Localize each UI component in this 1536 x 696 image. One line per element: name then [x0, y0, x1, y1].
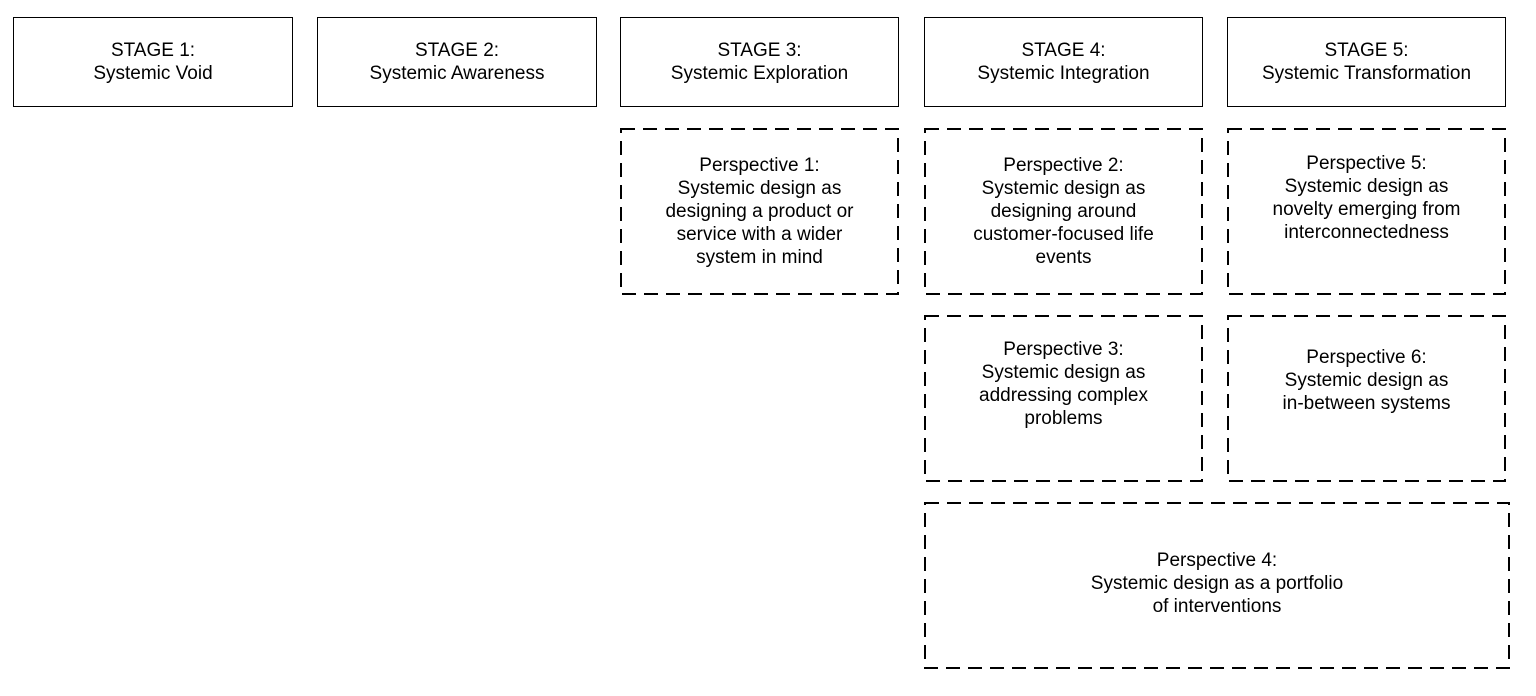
stage-1-name: Systemic Void	[93, 63, 213, 84]
perspective-4-line-2: Systemic design as a portfolio	[1090, 572, 1344, 594]
stage-4-name: Systemic Integration	[977, 63, 1150, 84]
perspective-2-line-5: events	[1035, 247, 1092, 268]
perspective-3-box: Perspective 3: Systemic design as addres…	[924, 315, 1203, 482]
stage-5-box: STAGE 5: Systemic Transformation	[1227, 17, 1506, 107]
perspective-5-text: Perspective 5: Systemic design as novelt…	[1273, 152, 1461, 244]
perspective-1-line-2: Systemic design as	[677, 178, 842, 199]
perspective-2-line-1: Perspective 2:	[1003, 155, 1124, 176]
perspective-6-line-2: Systemic design as	[1284, 370, 1449, 391]
perspective-2-text: Perspective 2: Systemic design as design…	[973, 154, 1154, 269]
perspective-1-text: Perspective 1: Systemic design as design…	[665, 154, 853, 269]
stage-2-box: STAGE 2: Systemic Awareness	[317, 17, 597, 107]
perspective-1-line-3: designing a product or	[665, 201, 854, 222]
perspective-2-box: Perspective 2: Systemic design as design…	[924, 128, 1203, 295]
stage-3-heading: STAGE 3:	[717, 40, 802, 61]
perspective-3-line-3: addressing complex	[979, 384, 1148, 406]
perspective-3-line-4: problems	[1024, 407, 1103, 429]
stage-2-heading: STAGE 2:	[414, 40, 500, 61]
perspective-4-text: Perspective 4: Systemic design as a port…	[1091, 549, 1343, 618]
stage-5-name: Systemic Transformation	[1261, 63, 1472, 84]
stage-4-heading: STAGE 4:	[1021, 40, 1106, 61]
perspective-1-box: Perspective 1: Systemic design as design…	[620, 128, 899, 295]
stage-5-heading: STAGE 5:	[1324, 40, 1409, 61]
perspective-5-line-4: interconnectedness	[1284, 221, 1449, 243]
perspective-5-box: Perspective 5: Systemic design as novelt…	[1227, 128, 1506, 295]
stage-3-box: STAGE 3: Systemic Exploration	[620, 17, 899, 107]
perspective-3-text: Perspective 3: Systemic design as addres…	[979, 338, 1148, 430]
perspective-1-line-5: system in mind	[696, 247, 823, 268]
perspective-5-line-2: Systemic design as	[1284, 175, 1449, 197]
perspective-5-line-3: novelty emerging from	[1272, 198, 1461, 220]
perspective-4-line-3: of interventions	[1152, 595, 1282, 617]
perspective-3-line-1: Perspective 3:	[1003, 338, 1124, 360]
perspective-5-line-1: Perspective 5:	[1306, 152, 1427, 174]
stage-1-box: STAGE 1: Systemic Void	[13, 17, 293, 107]
stage-2-name: Systemic Awareness	[369, 63, 545, 84]
perspective-2-line-4: customer-focused life	[973, 224, 1154, 245]
perspective-3-line-2: Systemic design as	[981, 361, 1146, 383]
perspective-1-line-1: Perspective 1:	[699, 155, 820, 176]
perspective-4-box: Perspective 4: Systemic design as a port…	[924, 502, 1510, 669]
perspective-4-line-1: Perspective 4:	[1156, 549, 1278, 571]
stage-4-box: STAGE 4: Systemic Integration	[924, 17, 1203, 107]
stage-3-name: Systemic Exploration	[670, 63, 849, 84]
perspective-1-line-4: service with a wider	[676, 224, 843, 245]
perspective-6-text: Perspective 6: Systemic design as in-bet…	[1283, 346, 1451, 415]
stage-1-heading: STAGE 1:	[110, 40, 196, 61]
perspective-6-box: Perspective 6: Systemic design as in-bet…	[1227, 315, 1506, 482]
perspective-2-line-3: designing around	[990, 201, 1137, 222]
perspective-2-line-2: Systemic design as	[981, 178, 1146, 199]
perspective-6-line-1: Perspective 6:	[1306, 347, 1427, 368]
perspective-6-line-3: in-between systems	[1282, 393, 1451, 414]
